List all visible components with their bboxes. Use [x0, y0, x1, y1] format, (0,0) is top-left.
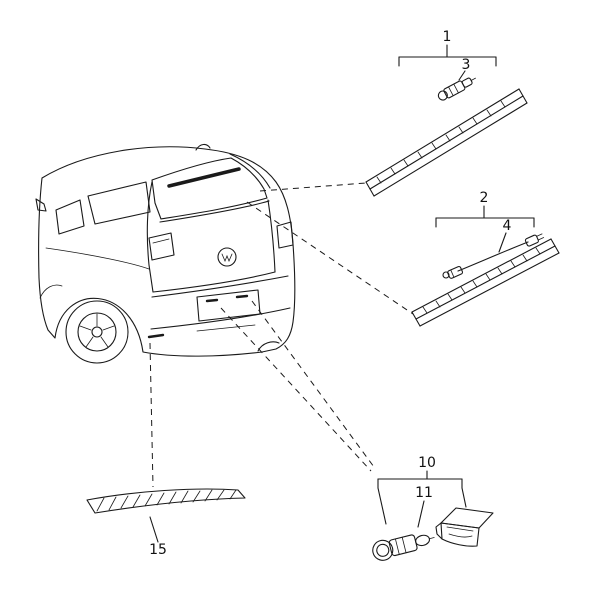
part-2-serrations: [422, 247, 541, 314]
rear-left-wheel: [65, 300, 129, 364]
roof-antenna: [195, 143, 211, 151]
callout-15-label[interactable]: 15: [149, 542, 167, 558]
high-brake-light-on-car: [167, 167, 241, 188]
callout-bracket-10: [377, 470, 467, 528]
callout-4-leader: [498, 232, 507, 253]
front-arch-hint: [39, 284, 63, 299]
diffuser-line: [196, 324, 256, 332]
part-1-serrations: [376, 100, 506, 184]
callout-10-label[interactable]: 10: [418, 455, 436, 471]
door-mirror: [35, 198, 47, 212]
callout-bracket-1: [398, 44, 497, 81]
taillight-right: [276, 221, 294, 249]
callout-1-label[interactable]: 1: [443, 29, 452, 45]
part-2-brake-light-strip: [411, 238, 560, 327]
callout-bracket-2: [435, 205, 535, 253]
callout-2-label[interactable]: 2: [480, 190, 489, 206]
side-character-line: [45, 247, 150, 270]
plate-light-right-on-car: [235, 294, 249, 299]
side-window-rear: [87, 181, 151, 225]
side-window-front: [55, 199, 85, 235]
car-illustration: [35, 143, 296, 364]
part-10-license-lamp-housing: [435, 507, 494, 547]
leader-to-group-10-left: [220, 307, 372, 472]
leader-to-part-1: [259, 182, 367, 192]
part-15-reflector: [86, 488, 246, 543]
bumper-lower-line: [150, 307, 291, 330]
vw-emblem: [217, 247, 237, 267]
callout-3-label[interactable]: 3: [462, 57, 471, 73]
callout-11-label[interactable]: 11: [415, 485, 433, 501]
bumper-top-line: [151, 275, 289, 298]
hatch-upper-crease: [159, 200, 270, 223]
taillight-left: [148, 232, 175, 261]
part-11-bulb-holder: [372, 534, 435, 561]
part-1-brake-light-strip: [365, 88, 528, 197]
roof-spoiler: [229, 153, 271, 189]
hatch-left-edge: [146, 181, 154, 293]
callout-15-leader: [149, 516, 159, 543]
plate-light-left-on-car: [205, 298, 219, 303]
part-4-bulb-cable: [442, 233, 545, 279]
car-outline: [38, 146, 296, 357]
dashed-leader-lines: [149, 182, 414, 488]
rear-right-wheel-sliver: [257, 341, 280, 352]
rear-window: [151, 157, 268, 220]
leader-to-group-10-right: [251, 300, 375, 468]
callout-3-leader: [458, 70, 466, 81]
reflector-on-car: [147, 333, 165, 339]
taillight-left-detail: [152, 238, 170, 244]
hatch-bottom-edge: [152, 271, 276, 293]
leader-to-reflector-15: [149, 342, 154, 488]
part-15-hatching: [96, 489, 237, 512]
hatch-right-edge: [267, 199, 276, 273]
callout-11-leader: [417, 500, 425, 528]
callout-4-label[interactable]: 4: [503, 218, 512, 234]
leader-to-part-2: [246, 201, 414, 315]
part-3-bulb: [437, 77, 476, 101]
vw-emblem-mark: [221, 253, 233, 263]
